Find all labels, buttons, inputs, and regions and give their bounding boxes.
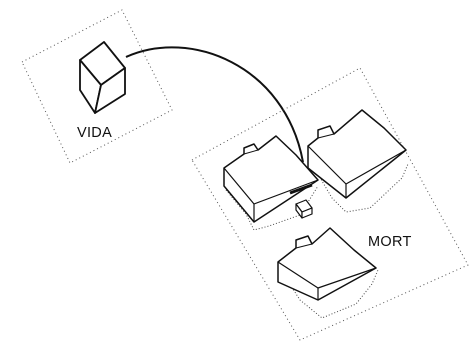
- vida-label: VIDA: [77, 125, 112, 141]
- vida-region-boundary: [21, 9, 173, 164]
- small-block-icon: [295, 199, 313, 219]
- mort-region-boundary: [191, 67, 469, 341]
- building-3: [277, 227, 379, 319]
- building-1: [223, 135, 319, 231]
- building-2: [307, 109, 409, 213]
- connection-arc: [125, 46, 304, 163]
- cube-icon: [79, 41, 126, 114]
- mort-label: MORT: [368, 234, 412, 250]
